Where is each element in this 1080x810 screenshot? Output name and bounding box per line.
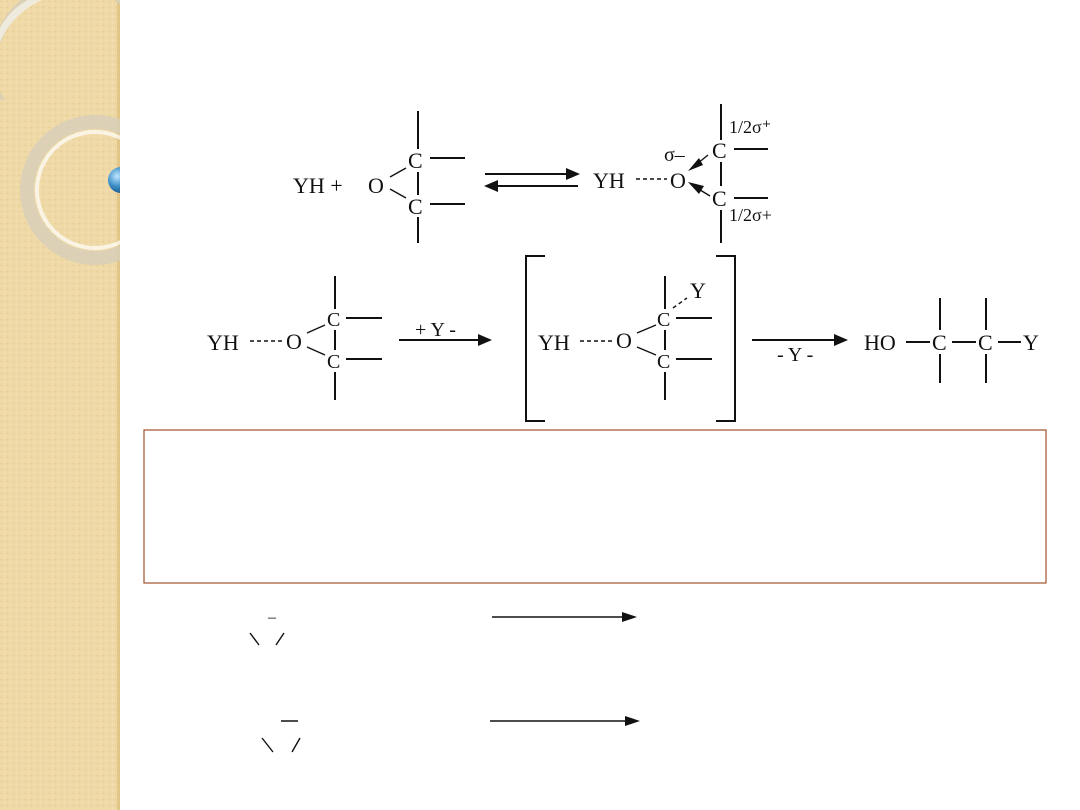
r3-bond-right — [275, 632, 285, 646]
r2-ts-carbon-top: C — [657, 309, 670, 331]
r1-complex-carbon-top: C — [712, 138, 727, 163]
r1-delta-minus: σ– — [664, 144, 686, 166]
top-ring-decoration — [0, 0, 120, 100]
r2-add-label: + Y - — [415, 319, 456, 341]
r2-reactant-bond-o-c-top — [306, 324, 326, 334]
r3-bar-mark: – — [267, 609, 277, 626]
r1-complex-base: YH — [593, 168, 625, 193]
r1-reverse-arrowhead — [484, 180, 498, 192]
r2-reactant-bond-o-c-bottom — [306, 346, 326, 356]
r1-polar-arrowhead-bottom — [688, 182, 704, 194]
r1-carbon-top: C — [408, 148, 423, 173]
r1-complex-oxygen: O — [670, 168, 686, 193]
r2-product-hydroxy: HO — [864, 330, 896, 355]
r3-arrowhead — [622, 612, 637, 622]
r2-ts-bond-o-c-bottom — [636, 346, 657, 356]
r2-bracket-right — [716, 255, 736, 422]
r1-lhs-text: YH + — [293, 173, 343, 198]
middle-ring-inner — [35, 130, 120, 250]
r2-reactant-base: YH — [207, 330, 239, 355]
r2-step2-arrowhead — [834, 334, 848, 346]
r2-ts-carbon-bottom: C — [657, 351, 670, 373]
r2-ts-nucleophile: Y — [690, 278, 706, 303]
r1-delta-plus-top: 1/2σ⁺ — [729, 117, 771, 137]
r3-bond-left — [249, 632, 260, 646]
r4-bond-right — [291, 737, 301, 753]
r2-bracket-left — [525, 255, 545, 422]
r4-arrowhead — [625, 716, 640, 726]
r2-remove-label: - Y - — [777, 344, 813, 366]
r2-ts-base: YH — [538, 330, 570, 355]
sidebar-edge — [117, 0, 120, 810]
sidebar-decoration: Θ — [0, 0, 120, 810]
r2-step1-arrowhead — [478, 334, 492, 346]
r2-reactant-carbon-top: C — [327, 309, 340, 331]
r1-polar-arrowhead-top — [688, 158, 703, 171]
r2-product-carbon-1: C — [932, 330, 947, 355]
r2-ts-oxygen: O — [616, 328, 632, 353]
r2-product-nucleophile: Y — [1023, 330, 1039, 355]
r2-reactant-oxygen: O — [286, 329, 302, 354]
r1-forward-arrowhead — [566, 168, 580, 180]
r2-product-carbon-2: C — [978, 330, 993, 355]
note-box — [143, 429, 1047, 584]
r1-bond-o-c-top — [389, 167, 407, 178]
reaction-2: YH O C C + Y - YH O C C Y - — [207, 255, 1039, 422]
r4-bond-left — [261, 737, 274, 753]
r1-complex-carbon-bottom: C — [712, 186, 727, 211]
r1-delta-plus-bottom: 1/2σ+ — [729, 205, 772, 225]
partial-reaction-4 — [261, 716, 640, 753]
r1-bond-o-c-bottom — [389, 188, 407, 199]
r1-carbon-bottom: C — [408, 194, 423, 219]
middle-ring-decoration — [20, 115, 120, 265]
r2-ts-bond-o-c-top — [636, 324, 657, 334]
r2-ts-partial-bond-y — [672, 297, 688, 309]
partial-reaction-3: – — [249, 609, 637, 646]
r2-reactant-carbon-bottom: C — [327, 351, 340, 373]
reaction-1: YH + O C C YH O σ– C C 1/2σ⁺ 1/2σ+ — [293, 104, 772, 243]
orb-icon — [108, 167, 120, 193]
r1-oxygen: O — [368, 173, 384, 198]
